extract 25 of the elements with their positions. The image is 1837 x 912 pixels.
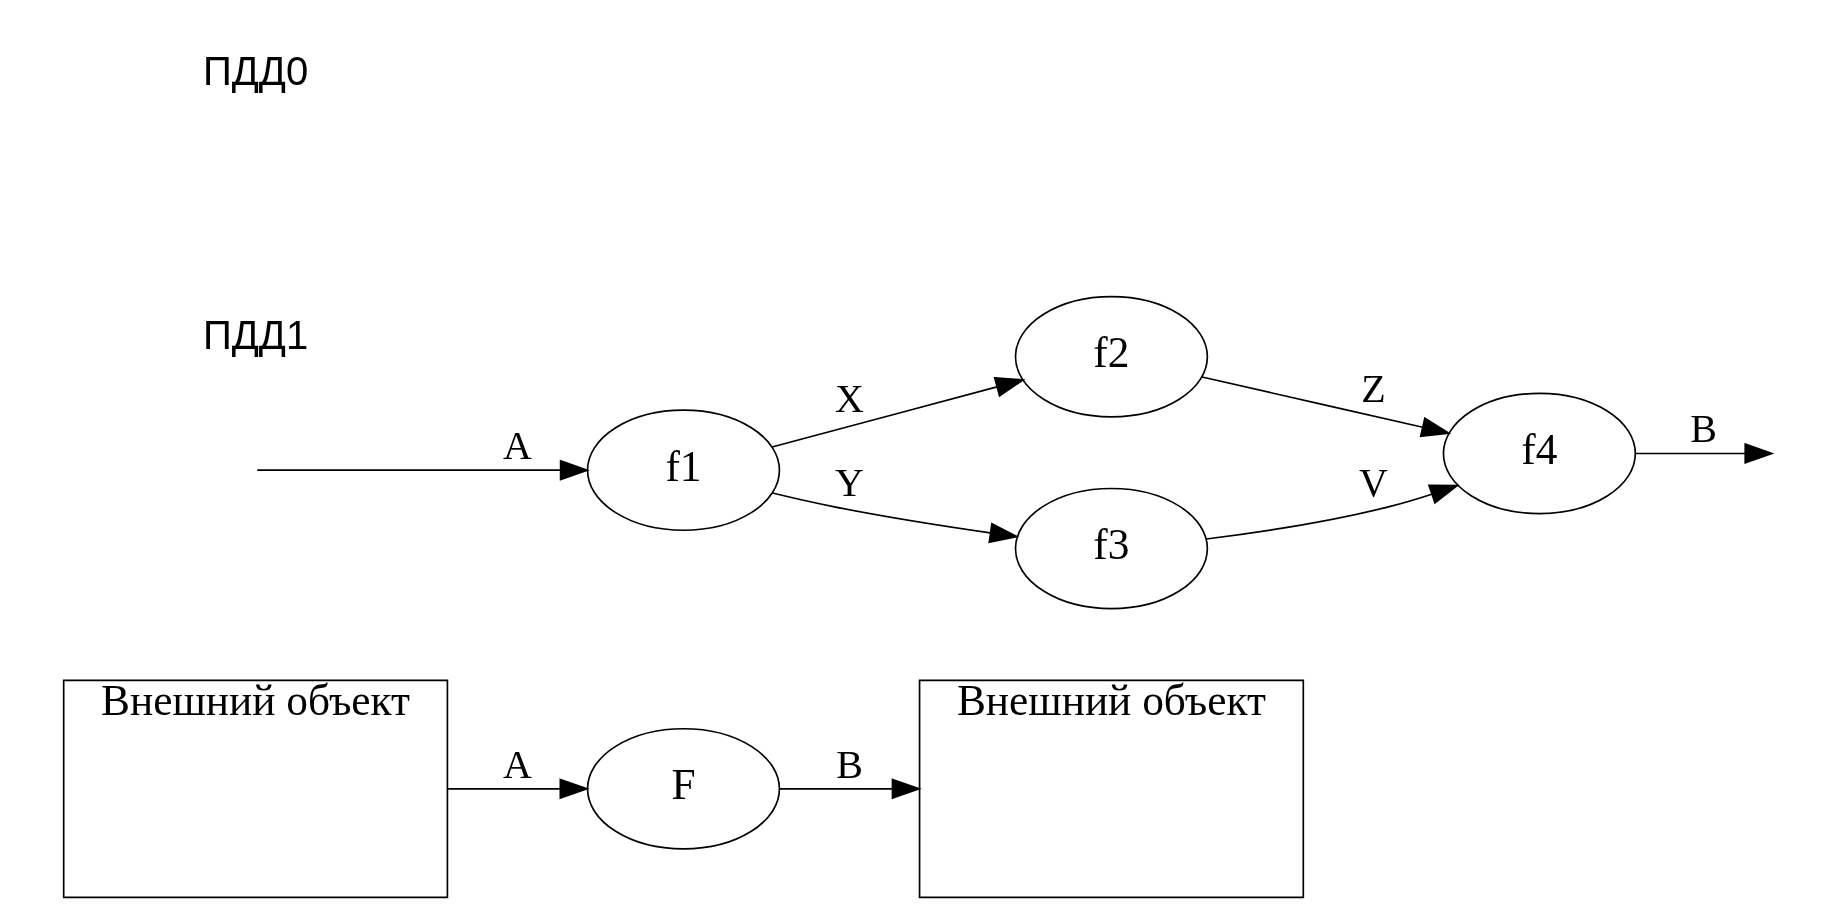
arrow: [256, 459, 590, 481]
edge-label: Z: [1361, 366, 1386, 412]
node-ellipse: f1: [586, 409, 781, 532]
arrow: [1205, 484, 1460, 540]
edge-label: A: [503, 422, 532, 468]
node-ellipse: f2: [1014, 295, 1209, 418]
arrow: [771, 376, 1026, 448]
arrow: [779, 778, 922, 800]
edge-label: X: [835, 376, 864, 422]
edge-label: B: [836, 741, 863, 787]
edge-label: Y: [835, 459, 864, 505]
arrow: [446, 778, 590, 800]
arrow: [1634, 442, 1775, 464]
arrow: [1201, 376, 1452, 438]
node-box: Внешний объект: [918, 679, 1305, 899]
edge-label: B: [1690, 406, 1718, 452]
edge-label: A: [503, 741, 532, 787]
label: ПДД0: [202, 49, 309, 94]
node-ellipse: F: [586, 727, 781, 850]
node-box: Внешний объект: [62, 679, 449, 899]
label: ПДД1: [202, 312, 309, 357]
edge-label: V: [1358, 459, 1388, 505]
node-ellipse: f4: [1442, 392, 1637, 515]
arrow: [771, 492, 1020, 544]
node-ellipse: f3: [1014, 487, 1209, 610]
